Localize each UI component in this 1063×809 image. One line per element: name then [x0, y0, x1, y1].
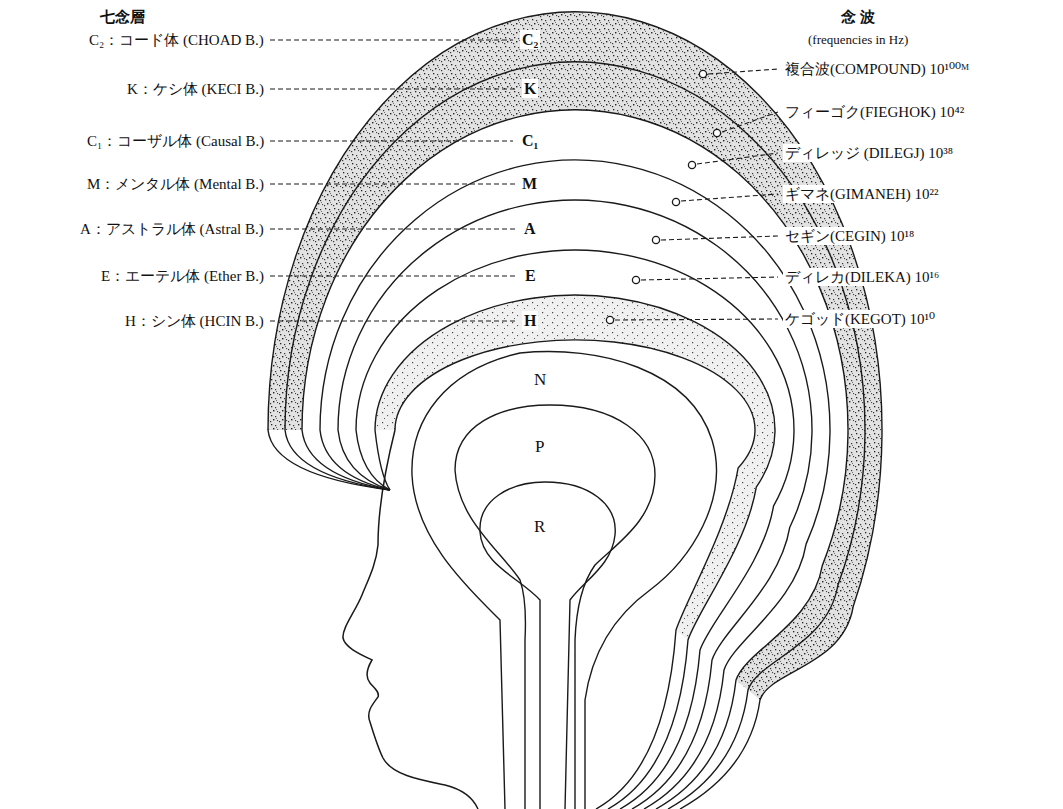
layer-name: A：アストラル体 (Astral B.) [80, 220, 264, 238]
wave-label: ギマネ(GIMANEH) 10²² [783, 185, 941, 203]
column-heading: 七念層 [100, 8, 145, 26]
region-p-outline [455, 405, 655, 809]
layer-letter: C₁ [520, 131, 540, 150]
region-r-outline [480, 532, 540, 809]
leader-line [681, 194, 778, 201]
wave-label: フィーゴク(FIEGHOK) 10⁴² [783, 103, 966, 121]
leader-line [270, 320, 515, 321]
layer-name: C₁：コーザル体 (Causal B.) [87, 132, 264, 150]
layer-letter: A [522, 219, 538, 238]
column-heading: 念 波 [841, 8, 875, 26]
leader-line [270, 39, 513, 40]
wave-marker [699, 70, 706, 77]
region-letter: P [535, 437, 544, 457]
brain-regions [412, 352, 717, 809]
wave-label: ディレカ(DILEKA) 10¹⁶ [783, 268, 941, 286]
leader-line [270, 183, 515, 184]
leader-line [615, 319, 778, 320]
right-leaders [615, 69, 778, 320]
region-letter: N [534, 370, 546, 390]
layer-ring [268, 12, 882, 809]
layer-letter: H [522, 311, 538, 330]
wave-marker [606, 316, 613, 323]
layer-name: E：エーテル体 (Ether B.) [101, 267, 264, 285]
wave-marker [672, 198, 679, 205]
layer-ring [320, 160, 830, 809]
leader-line [270, 275, 515, 276]
leader-line [722, 112, 778, 132]
layer-ring [302, 110, 848, 809]
leader-line [708, 69, 778, 74]
region-letter: R [534, 517, 545, 537]
leader-line [641, 277, 778, 280]
layer-ring [395, 340, 755, 809]
layer-letter: M [520, 174, 539, 193]
leader-line [661, 236, 778, 240]
region-n-outline [412, 475, 505, 809]
layer-letter: K [522, 79, 538, 98]
layer-name: K：ケシ体 (KECI B.) [127, 80, 264, 98]
unit-note: (frequencies in Hz) [808, 32, 908, 48]
left-leaders [270, 40, 515, 321]
layer-letter: C₂ [520, 30, 540, 49]
leader-line [270, 228, 515, 229]
wave-label: セギン(CEGIN) 10¹⁸ [783, 227, 916, 245]
leader-line [270, 88, 515, 89]
layer-ring [356, 250, 794, 809]
leader-line [270, 140, 513, 141]
wave-label: ディレッジ (DILEGJ) 10³⁸ [783, 144, 955, 162]
layer-name: M：メンタル体 (Mental B.) [87, 175, 264, 193]
layer-ring [338, 200, 812, 809]
region-p-outline [455, 470, 525, 809]
wave-marker [688, 161, 695, 168]
layer-letter: E [523, 266, 538, 285]
layer-ring [375, 295, 775, 809]
wave-marker [652, 236, 659, 243]
leader-line [697, 153, 778, 164]
wave-marker [713, 129, 720, 136]
wave-label: 複合波(COMPOUND) 10¹⁰⁰ᴹ [783, 60, 971, 78]
region-r-outline [480, 482, 615, 809]
wave-marker [632, 276, 639, 283]
layer-ring [285, 62, 865, 809]
layer-rings [268, 12, 882, 809]
region-n-outline [412, 352, 717, 809]
wave-label: ケゴッド(KEGOT) 10¹⁰ [783, 310, 937, 328]
layer-name: H：シン体 (HCIN B.) [125, 312, 264, 330]
layer-name: C₂：コード体 (CHOAD B.) [89, 31, 264, 49]
wave-markers [606, 70, 720, 323]
